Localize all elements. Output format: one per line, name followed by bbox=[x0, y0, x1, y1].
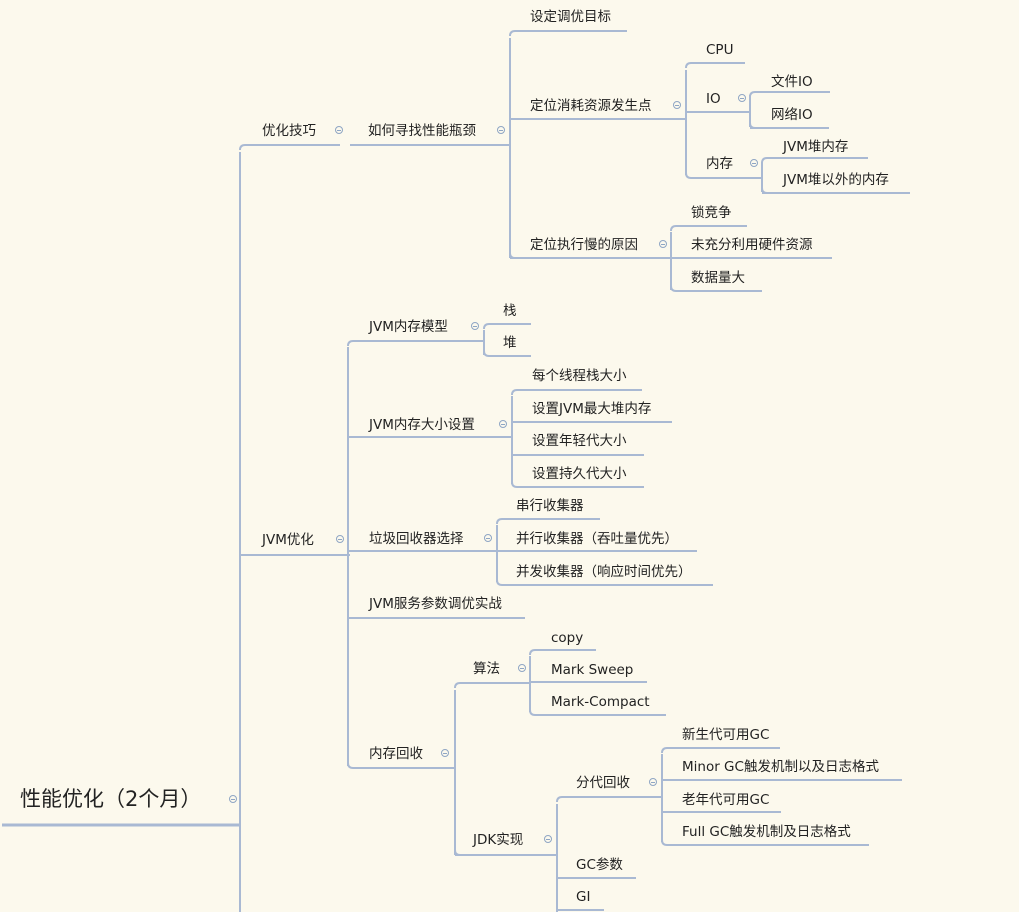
node-gccanshu[interactable]: GC参数 bbox=[576, 857, 623, 873]
node-cpu[interactable]: CPU bbox=[706, 42, 734, 58]
node-daxiao[interactable]: JVM内存大小设置 bbox=[369, 417, 475, 433]
connector-line bbox=[661, 839, 869, 846]
node-neicun[interactable]: 内存 bbox=[706, 156, 733, 172]
node-zuida[interactable]: 设置JVM最大堆内存 bbox=[532, 401, 652, 417]
connector-line bbox=[661, 747, 780, 754]
node-minor[interactable]: Minor GC触发机制以及日志格式 bbox=[682, 759, 879, 775]
node-nianqing[interactable]: 设置年轻代大小 bbox=[532, 433, 627, 449]
node-wenjian[interactable]: 文件IO bbox=[771, 74, 813, 90]
connector-line bbox=[239, 144, 340, 151]
node-laonian[interactable]: 老年代可用GC bbox=[682, 792, 770, 808]
node-meige[interactable]: 每个线程栈大小 bbox=[532, 368, 627, 384]
collapse-icon[interactable] bbox=[518, 664, 526, 672]
collapse-icon[interactable] bbox=[471, 322, 479, 330]
node-dingwei1[interactable]: 定位消耗资源发生点 bbox=[530, 98, 652, 114]
node-marksweep[interactable]: Mark Sweep bbox=[551, 662, 634, 678]
node-suo[interactable]: 锁竞争 bbox=[691, 205, 732, 221]
node-shuju[interactable]: 数据量大 bbox=[691, 270, 745, 286]
connector-line bbox=[670, 225, 747, 232]
node-suanfa[interactable]: 算法 bbox=[473, 661, 500, 677]
connector-line bbox=[347, 340, 484, 347]
collapse-icon[interactable] bbox=[659, 240, 667, 248]
node-markcompact[interactable]: Mark-Compact bbox=[551, 694, 650, 710]
connector-line bbox=[347, 762, 455, 769]
root-node[interactable]: 性能优化（2个月） bbox=[20, 787, 202, 811]
collapse-icon[interactable] bbox=[738, 94, 746, 102]
connector-line bbox=[496, 579, 713, 586]
connector-line bbox=[761, 157, 868, 164]
connector-line bbox=[529, 649, 596, 656]
node-chuanxing[interactable]: 串行收集器 bbox=[516, 498, 584, 514]
connector-line bbox=[670, 285, 762, 292]
connector-line bbox=[556, 796, 662, 803]
node-dingwei2[interactable]: 定位执行慢的原因 bbox=[530, 237, 638, 253]
node-gi[interactable]: GI bbox=[576, 889, 591, 905]
node-io[interactable]: IO bbox=[706, 91, 721, 107]
collapse-icon[interactable] bbox=[336, 535, 344, 543]
collapse-icon[interactable] bbox=[335, 126, 343, 134]
node-jdk[interactable]: JDK实现 bbox=[473, 832, 524, 848]
connector-line bbox=[509, 30, 627, 37]
node-jvmwai[interactable]: JVM堆以外的内存 bbox=[783, 172, 889, 188]
connector-line bbox=[685, 172, 762, 179]
collapse-icon[interactable] bbox=[229, 795, 237, 803]
connector-line bbox=[511, 389, 642, 396]
connector-line bbox=[454, 682, 530, 689]
collapse-icon[interactable] bbox=[649, 778, 657, 786]
node-copy[interactable]: copy bbox=[551, 630, 584, 646]
connector-line bbox=[483, 323, 531, 330]
node-fendai[interactable]: 分代回收 bbox=[576, 775, 630, 791]
node-jvmdui[interactable]: JVM堆内存 bbox=[783, 139, 849, 155]
connector-line bbox=[496, 518, 600, 525]
connector-line bbox=[749, 91, 830, 98]
node-weichong[interactable]: 未充分利用硬件资源 bbox=[691, 237, 813, 253]
node-dui[interactable]: 堆 bbox=[503, 335, 517, 351]
node-laji[interactable]: 垃圾回收器选择 bbox=[369, 531, 464, 547]
node-moxing[interactable]: JVM内存模型 bbox=[369, 319, 448, 335]
node-fuwu[interactable]: JVM服务参数调优实战 bbox=[369, 596, 502, 612]
node-sheding[interactable]: 设定调优目标 bbox=[530, 9, 611, 25]
collapse-icon[interactable] bbox=[750, 159, 758, 167]
node-chijiu[interactable]: 设置持久代大小 bbox=[532, 466, 627, 482]
node-bingfa[interactable]: 并发收集器（响应时间优先） bbox=[516, 564, 692, 580]
collapse-icon[interactable] bbox=[441, 749, 449, 757]
node-full[interactable]: Full GC触发机制及日志格式 bbox=[682, 824, 851, 840]
collapse-icon[interactable] bbox=[499, 420, 507, 428]
collapse-icon[interactable] bbox=[673, 101, 681, 109]
connector-line bbox=[511, 481, 644, 488]
connector-line bbox=[685, 62, 745, 69]
collapse-icon[interactable] bbox=[544, 835, 552, 843]
node-jvmopt[interactable]: JVM优化 bbox=[262, 532, 314, 548]
collapse-icon[interactable] bbox=[497, 126, 505, 134]
node-wangluo[interactable]: 网络IO bbox=[771, 107, 813, 123]
connector-line bbox=[483, 350, 531, 357]
node-bingxing[interactable]: 并行收集器（吞吐量优先） bbox=[516, 531, 678, 547]
node-youhua[interactable]: 优化技巧 bbox=[262, 123, 316, 139]
node-xinsheng[interactable]: 新生代可用GC bbox=[682, 727, 770, 743]
node-zhan[interactable]: 栈 bbox=[503, 303, 517, 319]
node-ruhe[interactable]: 如何寻找性能瓶颈 bbox=[368, 123, 476, 139]
connector-line bbox=[529, 709, 666, 716]
collapse-icon[interactable] bbox=[484, 534, 492, 542]
node-huishou[interactable]: 内存回收 bbox=[369, 746, 423, 762]
